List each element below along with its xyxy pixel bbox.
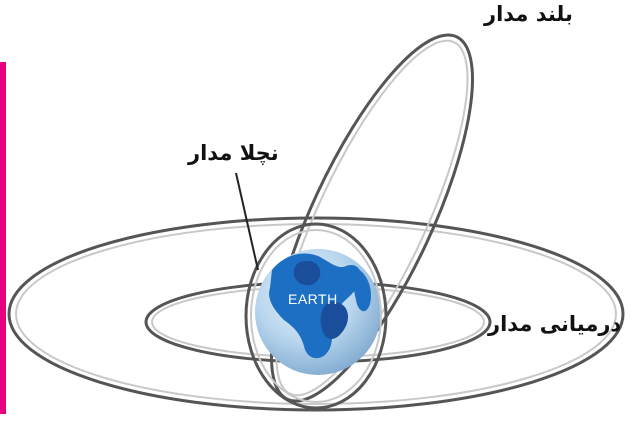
- medium-orbit-label: درمیانی مدار: [488, 312, 621, 336]
- earth-globe: [255, 249, 381, 375]
- low-orbit-label: نچلا مدار: [188, 141, 279, 165]
- earth-label: EARTH: [288, 291, 338, 307]
- high-orbit-label: بلند مدار: [484, 2, 573, 26]
